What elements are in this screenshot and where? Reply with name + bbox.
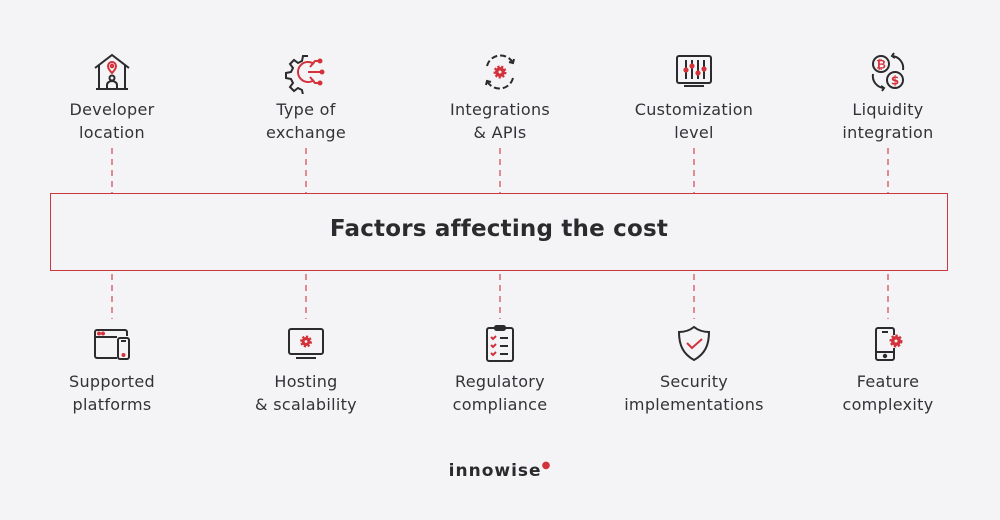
factor-hosting-scalability: Hosting & scalability [209, 322, 403, 422]
svg-text:₿: ₿ [876, 58, 886, 72]
crypto-exchange-icon: ₿ $ [866, 50, 910, 94]
factor-label: complexity [842, 395, 934, 414]
connector-bottom-5 [887, 274, 889, 319]
logo-dot-icon: ● [541, 460, 552, 471]
factor-label: platforms [72, 395, 152, 414]
factor-label: Hosting [274, 372, 338, 391]
house-location-icon [90, 50, 134, 94]
factor-label: Supported [69, 372, 155, 391]
factor-security-implementations: Security implementations [597, 322, 791, 422]
brand-logo: innowise● [0, 460, 1000, 481]
factor-label: Regulatory [455, 372, 545, 391]
factor-liquidity-integration: ₿ $ Liquidity integration [791, 50, 985, 150]
sync-gear-icon [478, 50, 522, 94]
factor-integrations-apis: Integrations & APIs [403, 50, 597, 150]
phone-gear-icon [866, 322, 910, 366]
browser-mobile-icon [90, 322, 134, 366]
factor-label: exchange [265, 123, 347, 142]
factor-label: Type of [276, 100, 336, 119]
factor-type-of-exchange: Type of exchange [209, 50, 403, 150]
diagram-title: Factors affecting the cost [329, 216, 669, 242]
central-box: Factors affecting the cost [50, 193, 948, 271]
factor-developer-location: Developer location [15, 50, 209, 150]
factor-label: Customization [634, 100, 754, 119]
factor-label: Integrations [449, 100, 551, 119]
svg-text:$: $ [891, 74, 899, 88]
factor-label: location [79, 123, 145, 142]
clipboard-checklist-icon [478, 322, 522, 366]
factor-label: Security [659, 372, 729, 391]
factor-label: Feature [856, 372, 920, 391]
shield-check-icon [672, 322, 716, 366]
factor-label: Developer [69, 100, 155, 119]
factor-supported-platforms: Supported platforms [15, 322, 209, 422]
factor-regulatory-compliance: Regulatory compliance [403, 322, 597, 422]
connector-top-1 [111, 148, 113, 193]
connector-top-4 [693, 148, 695, 193]
factor-customization-level: Customization level [597, 50, 791, 150]
connector-top-2 [305, 148, 307, 193]
gear-network-icon [284, 50, 328, 94]
factor-feature-complexity: Feature complexity [791, 322, 985, 422]
connector-bottom-4 [693, 274, 695, 319]
connector-top-3 [499, 148, 501, 193]
connector-bottom-3 [499, 274, 501, 319]
connector-bottom-2 [305, 274, 307, 319]
factor-label: & scalability [255, 395, 357, 414]
connector-top-5 [887, 148, 889, 193]
factor-label: Liquidity [852, 100, 924, 119]
factor-label: integration [842, 123, 934, 142]
factor-label: & APIs [473, 123, 527, 142]
logo-text: innowise [448, 461, 542, 481]
factor-label: compliance [452, 395, 548, 414]
monitor-gear-icon [284, 322, 328, 366]
factor-label: level [674, 123, 714, 142]
sliders-monitor-icon [672, 50, 716, 94]
factor-label: implementations [624, 395, 764, 414]
connector-bottom-1 [111, 274, 113, 319]
